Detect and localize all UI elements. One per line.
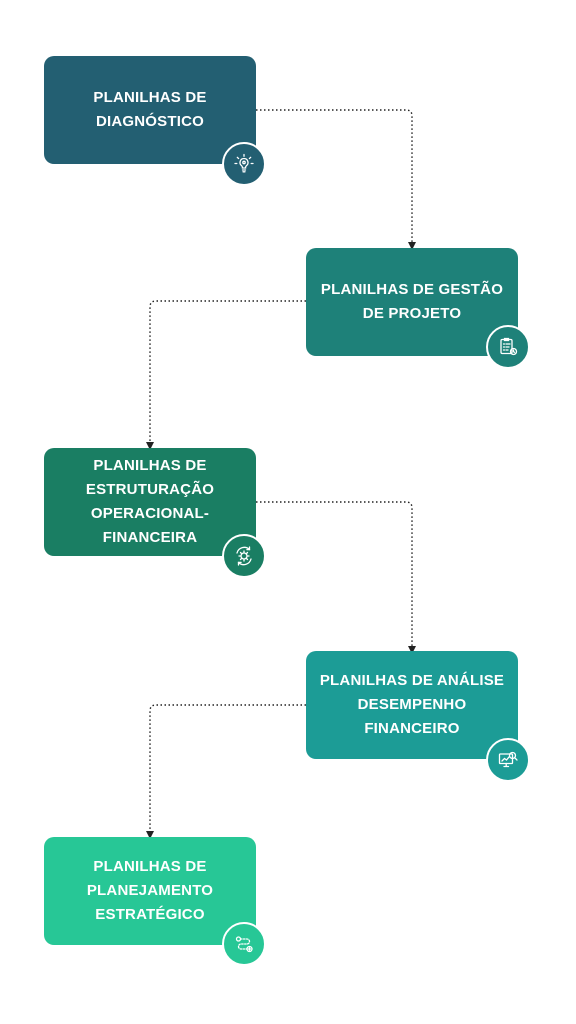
connector-4-5 <box>146 704 306 839</box>
checklist-clock-icon <box>486 325 530 369</box>
connector-1-2 <box>256 109 416 250</box>
lightbulb-icon <box>222 142 266 186</box>
node-label: PLANILHAS DE ANÁLISE DESEMPENHO FINANCEI… <box>319 672 505 737</box>
monitor-search-icon <box>486 738 530 782</box>
route-map-icon <box>222 922 266 966</box>
node-label: PLANILHAS DE ESTRUTURAÇÃO OPERACIONAL- F… <box>85 457 215 546</box>
connector-2-3 <box>146 300 306 450</box>
node-estruturacao: PLANILHAS DE ESTRUTURAÇÃO OPERACIONAL- F… <box>44 448 256 556</box>
gear-cycle-icon <box>222 534 266 578</box>
node-label: PLANILHAS DE DIAGNÓSTICO <box>93 89 207 130</box>
node-gestao-projeto: PLANILHAS DE GESTÃO DE PROJETO <box>306 248 518 356</box>
node-analise-desempenho: PLANILHAS DE ANÁLISE DESEMPENHO FINANCEI… <box>306 651 518 759</box>
connector-3-4 <box>256 501 416 654</box>
node-label: PLANILHAS DE GESTÃO DE PROJETO <box>320 281 504 322</box>
node-label: PLANILHAS DE PLANEJAMENTO ESTRATÉGICO <box>86 858 214 923</box>
node-diagnostico: PLANILHAS DE DIAGNÓSTICO <box>44 56 256 164</box>
node-planejamento: PLANILHAS DE PLANEJAMENTO ESTRATÉGICO <box>44 837 256 945</box>
